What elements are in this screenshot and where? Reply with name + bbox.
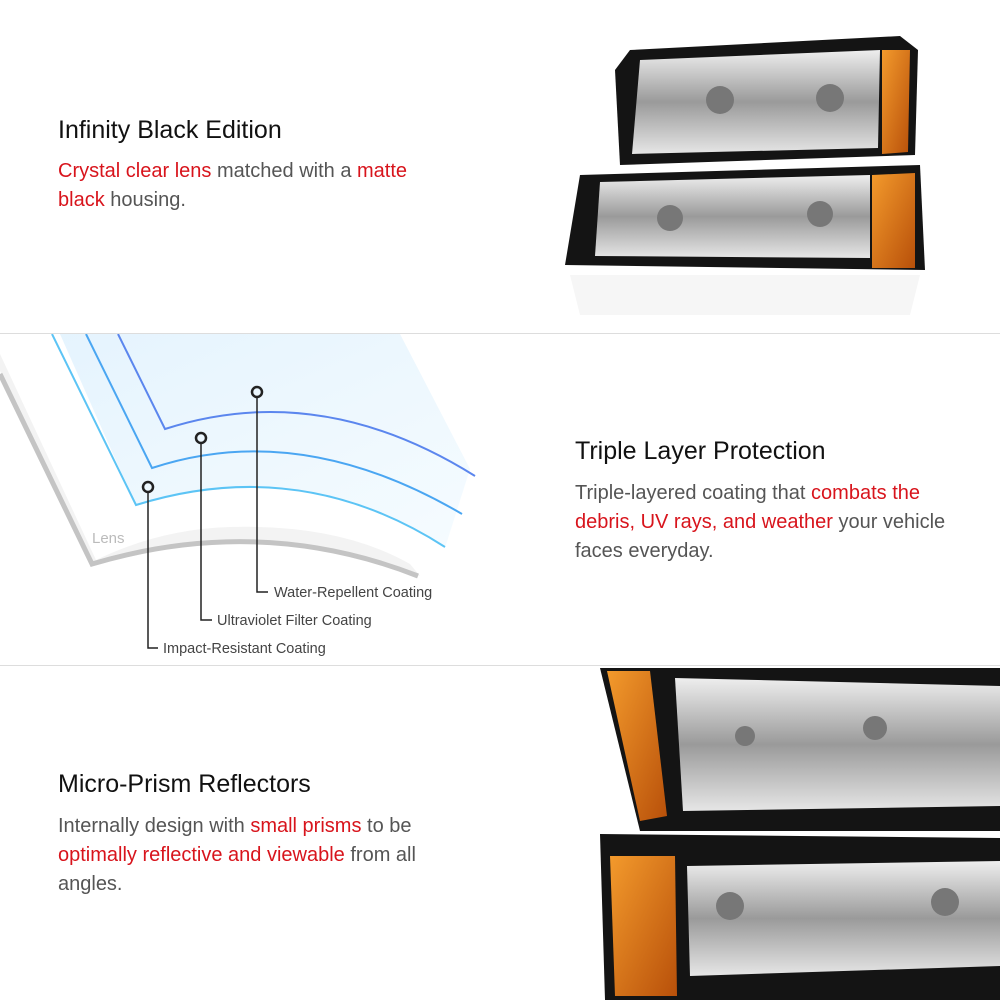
layer-label-impact: Impact-Resistant Coating: [163, 641, 326, 657]
coating-layers-diagram: Lens Water-Repellent Coating Ultraviolet…: [0, 334, 476, 657]
highlight-text: Crystal clear lens: [58, 160, 212, 182]
section-title: Micro-Prism Reflectors: [58, 770, 311, 798]
highlight-text: matte black: [58, 160, 408, 211]
body-text: your vehicle faces everyday.: [575, 511, 946, 562]
headlight-image-bottom: [600, 668, 1000, 1000]
section-body: Internally design with small prisms to b…: [58, 812, 428, 899]
layer-label-uv: Ultraviolet Filter Coating: [217, 613, 372, 629]
highlight-text: combats the debris, UV rays, and weather: [575, 482, 920, 533]
section-title: Infinity Black Edition: [58, 116, 282, 144]
body-text: housing.: [104, 189, 186, 211]
section-infinity-black: Infinity Black Edition Crystal clear len…: [0, 0, 1000, 333]
section-triple-layer: Lens Water-Repellent Coating Ultraviolet…: [0, 333, 1000, 666]
body-text: from all angles.: [58, 844, 416, 895]
highlight-text: small prisms: [250, 815, 362, 837]
section-title: Triple Layer Protection: [575, 437, 826, 465]
section-body: Triple-layered coating that combats the …: [575, 479, 975, 566]
lens-label: Lens: [92, 530, 125, 547]
body-text: Triple-layered coating that: [575, 482, 812, 504]
layer-label-water: Water-Repellent Coating: [274, 585, 432, 601]
body-text: matched with a: [211, 160, 358, 182]
highlight-text: optimally reflective and viewable: [58, 844, 345, 866]
headlight-image-top: [565, 36, 925, 315]
body-text: Internally design with: [58, 815, 251, 837]
section-body: Crystal clear lens matched with a matte …: [58, 157, 438, 215]
body-text: to be: [361, 815, 412, 837]
section-micro-prism: Micro-Prism Reflectors Internally design…: [0, 666, 1000, 1000]
